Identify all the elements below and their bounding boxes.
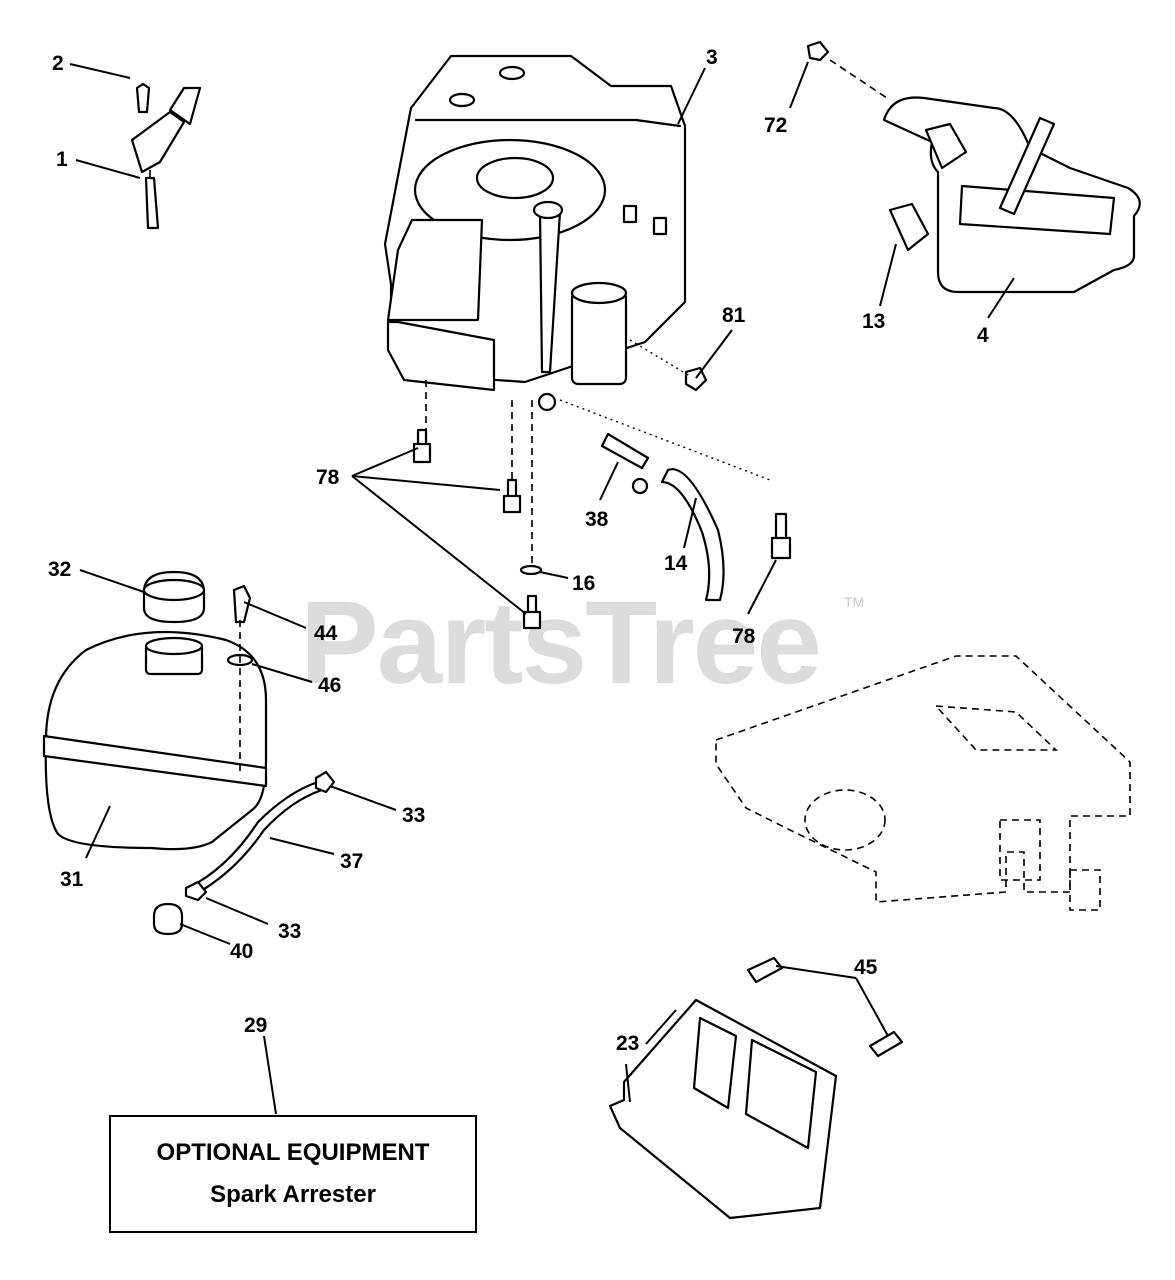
muffler-drawing [806, 40, 1141, 294]
throttle-control-drawing [130, 82, 202, 230]
callout-33-a: 33 [402, 804, 425, 827]
callout-38: 38 [585, 508, 609, 531]
optional-equipment-title: OPTIONAL EQUIPMENT [156, 1139, 430, 1166]
callout-1: 1 [56, 148, 68, 171]
callout-44: 44 [314, 622, 338, 645]
callout-72: 72 [764, 114, 787, 137]
fasteners-drawing [412, 339, 792, 630]
callout-37: 37 [340, 850, 363, 873]
callout-2: 2 [52, 52, 64, 75]
fuel-tank-drawing [42, 570, 336, 936]
callout-29: 29 [244, 1014, 267, 1037]
callout-40: 40 [230, 940, 253, 963]
frame-drawing [715, 655, 1131, 911]
callout-32: 32 [48, 558, 71, 581]
trademark-mark: TM [844, 594, 865, 610]
callout-4: 4 [977, 324, 989, 347]
callout-23: 23 [616, 1032, 639, 1055]
callout-labels: 2 1 3 72 4 13 81 78 38 14 16 78 32 44 46… [48, 46, 989, 1055]
callout-46: 46 [318, 674, 341, 697]
callout-33-b: 33 [278, 920, 301, 943]
engine-drawing [383, 54, 687, 412]
callout-14: 14 [664, 552, 688, 575]
spark-arrester-label: Spark Arrester [210, 1181, 376, 1208]
callout-78-b: 78 [732, 625, 756, 648]
callout-16: 16 [572, 572, 595, 595]
callout-31: 31 [60, 868, 84, 891]
callout-13: 13 [862, 310, 885, 333]
callout-3: 3 [706, 46, 718, 69]
heat-shield-drawing [608, 956, 904, 1220]
optional-equipment-box: OPTIONAL EQUIPMENT Spark Arrester [109, 1115, 477, 1233]
callout-81: 81 [722, 304, 746, 327]
partstree-watermark: PartsTree [300, 577, 822, 709]
callout-78-a: 78 [316, 466, 340, 489]
callout-45: 45 [854, 956, 878, 979]
leader-lines [69, 61, 1015, 1115]
